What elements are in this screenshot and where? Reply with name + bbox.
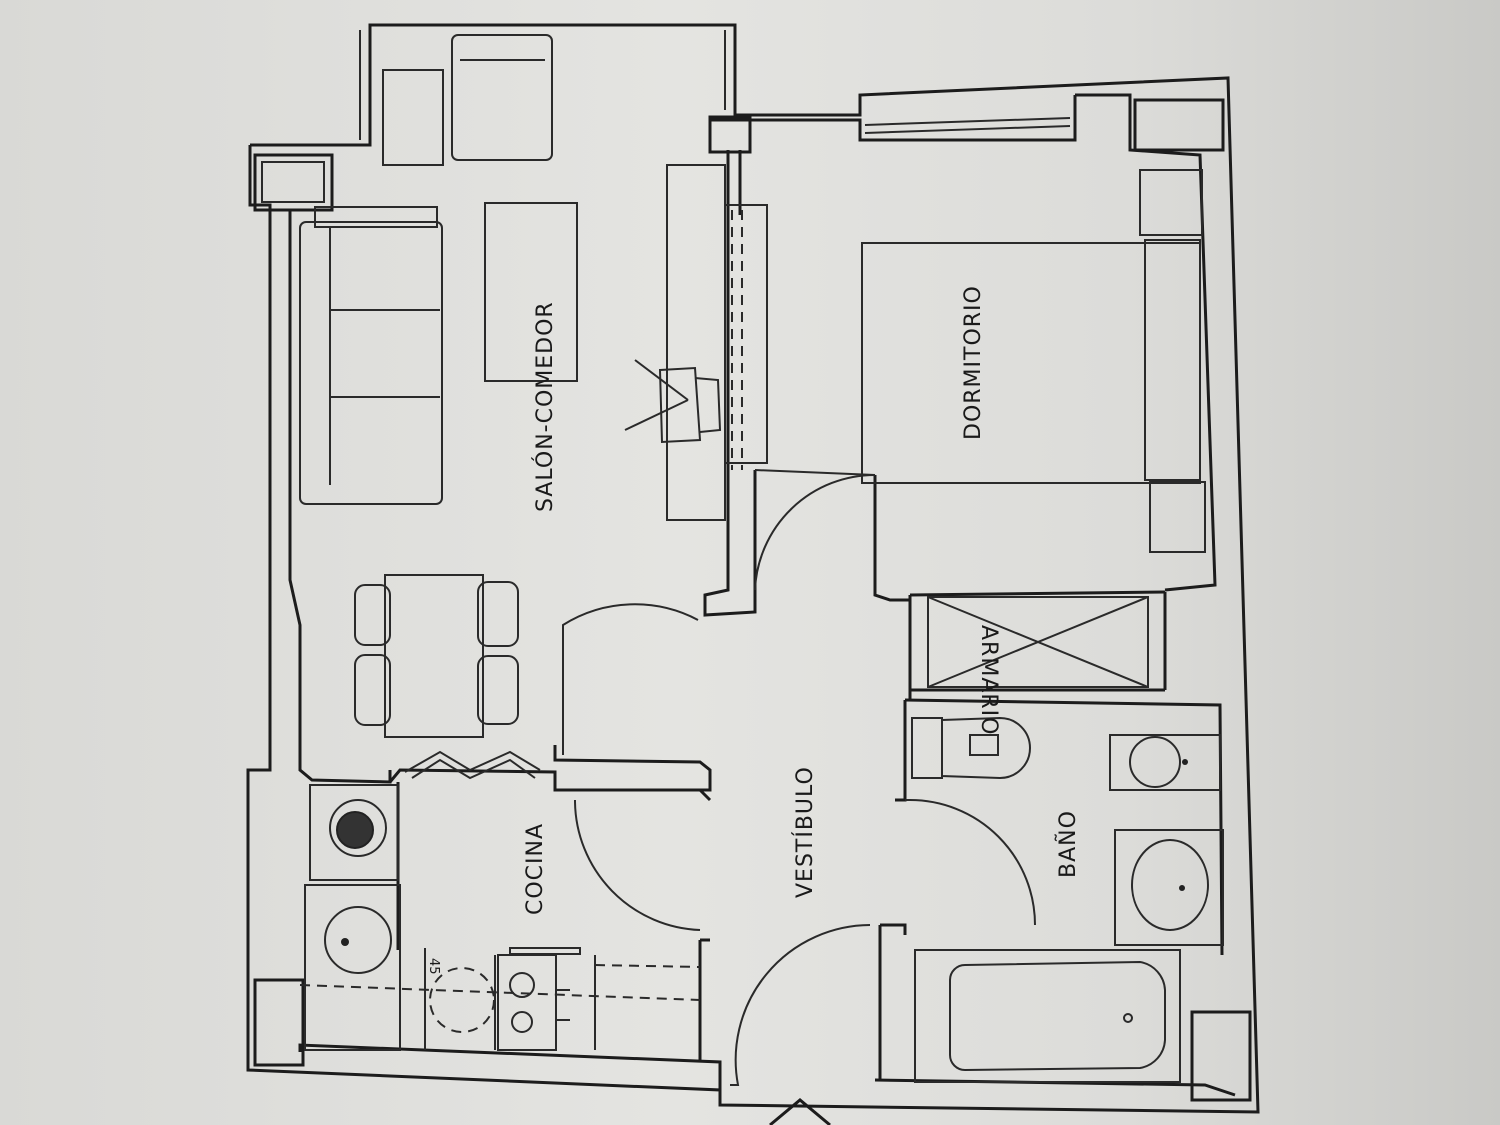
terrace	[359, 30, 726, 166]
sofa	[299, 206, 443, 505]
label-bathroom: BAÑO	[1054, 810, 1081, 878]
toilet	[941, 716, 1031, 780]
toilet-tank	[911, 717, 943, 779]
label-bedroom: DORMITORIO	[961, 285, 986, 440]
kitchen-sink	[324, 906, 392, 974]
living-door	[562, 603, 699, 755]
doors	[562, 469, 1036, 1086]
bathroom-door	[905, 799, 1036, 926]
column-top-right	[1133, 98, 1225, 152]
label-hall: VESTÍBULO	[792, 766, 818, 898]
nightstand-bottom	[1149, 481, 1206, 553]
coffee-table	[484, 202, 578, 382]
label-living: SALÓN-COMEDOR	[532, 301, 558, 512]
terrace-table	[382, 69, 444, 166]
extractor-area	[429, 967, 495, 1033]
label-kitchen-dimension: 45	[426, 958, 441, 975]
bathroom-fixtures	[911, 716, 1224, 1083]
entrance-marker	[769, 1098, 831, 1125]
cooktop	[497, 954, 557, 1051]
tv-unit	[666, 164, 768, 521]
column-top-middle	[708, 115, 752, 154]
column-bottom-right	[1190, 1010, 1252, 1102]
kitchen-fixtures	[299, 784, 701, 1051]
bidet	[1109, 734, 1221, 791]
bathtub	[914, 949, 1181, 1083]
nightstand-top	[1139, 169, 1203, 236]
terrace-chair	[451, 34, 553, 161]
washing-machine	[329, 799, 387, 857]
bedroom-door	[754, 469, 876, 591]
kitchen-door	[574, 800, 701, 931]
tv-icon	[624, 359, 722, 444]
label-kitchen: COCINA	[523, 823, 548, 915]
column-top-left	[253, 153, 334, 212]
dining-table	[354, 574, 519, 738]
label-wardrobe: ARMARIO	[976, 625, 1001, 735]
wardrobe	[927, 596, 1149, 688]
bathroom-sink	[1114, 829, 1224, 946]
entrance-door	[730, 924, 871, 1086]
column-bottom-left	[253, 978, 305, 1067]
bed	[861, 169, 1206, 553]
